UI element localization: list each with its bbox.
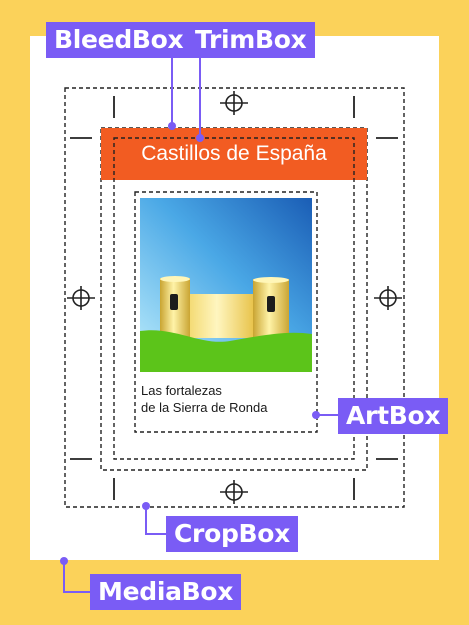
crosshair-icon (220, 480, 248, 504)
trimbox-label: TrimBox (187, 22, 315, 58)
mediabox-leader (63, 561, 90, 593)
tower-window-left (170, 294, 178, 310)
tower-top-left (160, 276, 190, 282)
header-title: Castillos de España (141, 142, 327, 165)
cropbox-leader (145, 506, 166, 535)
crosshair-icon (374, 286, 402, 310)
leader-dots (60, 122, 320, 565)
trimbox-outline (113, 137, 355, 460)
caption-line-2: de la Sierra de Ronda (141, 400, 268, 415)
caption-line-1: Las fortalezas (141, 383, 222, 398)
cropbox-label: CropBox (166, 516, 299, 552)
leader-dot (196, 134, 204, 142)
mediabox-label: MediaBox (90, 574, 242, 610)
bleedbox-label: BleedBox (46, 22, 192, 58)
crop-marks (70, 96, 398, 500)
registration-marks (67, 91, 402, 504)
leader-lines (63, 57, 338, 593)
tower-window-right (267, 296, 275, 312)
castle-wall (180, 294, 254, 338)
leader-dot (168, 122, 176, 130)
picture-caption: Las fortalezas de la Sierra de Ronda (141, 382, 267, 416)
header-band (101, 128, 367, 180)
castle-picture (140, 198, 312, 372)
leader-dot (60, 557, 68, 565)
crosshair-icon (67, 286, 95, 310)
artbox-outline (134, 191, 318, 433)
grass-hill (140, 330, 312, 372)
crosshair-icon (220, 91, 248, 115)
artbox-label: ArtBox (338, 398, 449, 434)
leader-dot (142, 502, 150, 510)
leader-dot (312, 411, 320, 419)
tower-top-right (253, 277, 289, 283)
cropbox-outline (64, 87, 405, 508)
